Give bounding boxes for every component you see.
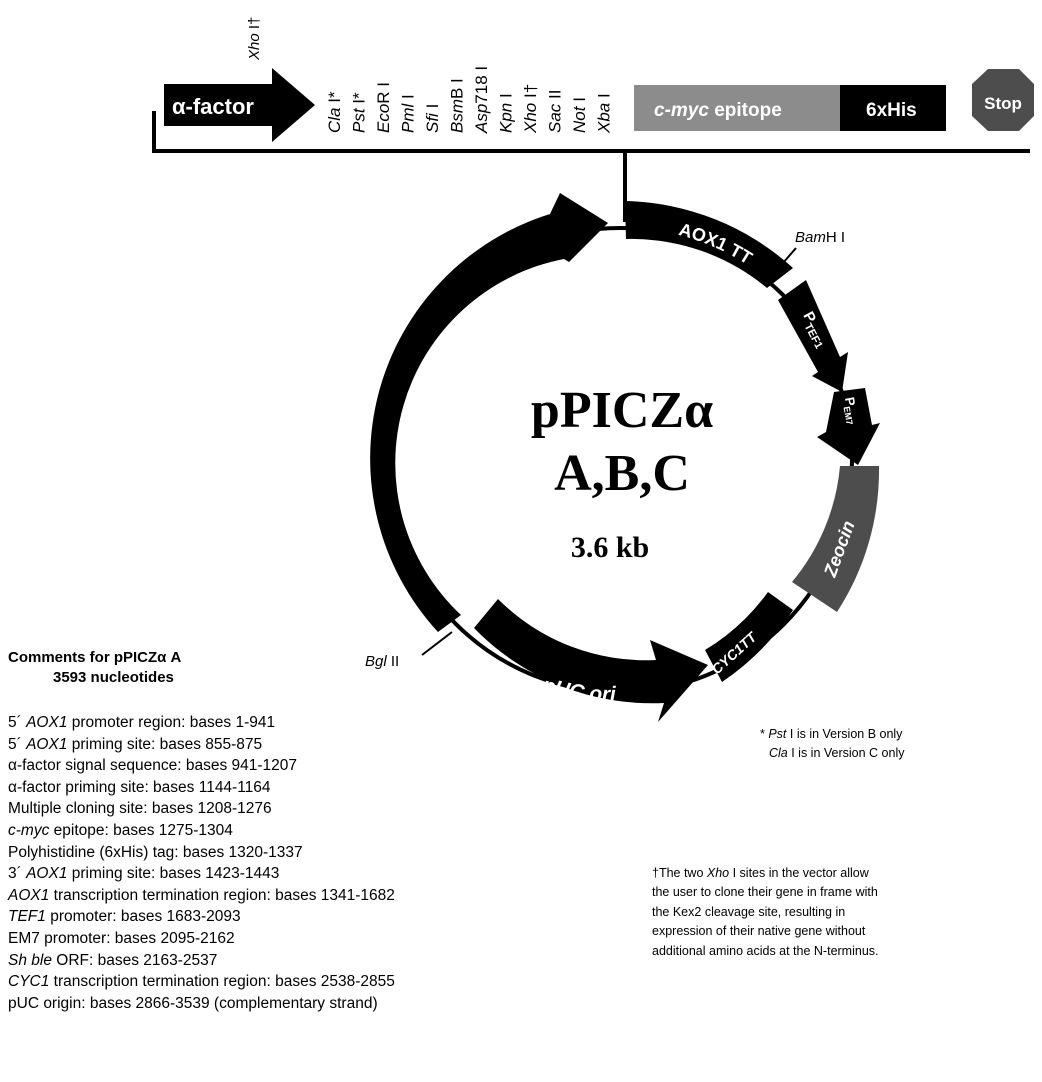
bglii-tick [421, 631, 453, 656]
ptef1-arrow [778, 280, 848, 392]
version-note-line2: Cla I is in Version C only [769, 746, 905, 760]
pem7-arrow [817, 388, 880, 465]
mcs-site-5: BsmB I [448, 78, 467, 133]
svg-text:Pst I*: Pst I* [350, 92, 369, 133]
svg-text:Not I: Not I [570, 97, 589, 133]
comment-row: Sh ble ORF: bases 2163-2537 [8, 951, 218, 969]
expression-cassette: α-factor Xho I† Cla I* Pst I* EcoR I Pml I S… [152, 17, 1034, 222]
comment-row: Polyhistidine (6xHis) tag: bases 1320-13… [8, 843, 303, 861]
alpha-factor-arrow [164, 68, 315, 142]
svg-text:Asp718 I: Asp718 I [472, 66, 491, 134]
bamhi-tick [769, 247, 797, 279]
mcs-site-6: Asp718 I [472, 66, 491, 134]
mcs-site-1: Pst I* [350, 92, 369, 133]
xho-note: †The two Xho I sites in the vector allow… [652, 864, 992, 961]
svg-text:Pml I: Pml I [399, 94, 418, 133]
plasmid-circle: 5´ AOX1 AOX1 TT BamH I PTEF1 PEM7 Zeocin… [342, 193, 880, 722]
mcs-site-9: Sac II [546, 90, 565, 133]
comment-row: 5´ AOX1 promoter region: bases 1-941 [8, 714, 276, 731]
svg-text:Sac II: Sac II [546, 90, 565, 133]
comment-row: pUC origin: bases 2866-3539 (complementa… [8, 994, 378, 1012]
stop-label: Stop [984, 94, 1022, 113]
multiple-cloning-site: Cla I* Pst I* EcoR I Pml I Sfi I BsmB I Asp718… [325, 66, 614, 134]
comments-title: Comments for pPICZα A 3593 nucleotides [8, 648, 568, 688]
comment-row: 3´ AOX1 priming site: bases 1423-1443 [8, 865, 280, 883]
svg-text:Xba I: Xba I [595, 93, 614, 134]
aox1-tt-arrow [625, 201, 793, 288]
plasmid-name-line1: pPICZα [531, 382, 713, 439]
xho-note-line2: the user to clone their gene in frame wi… [652, 885, 878, 900]
comment-row: c-myc epitope: bases 1275-1304 [8, 821, 233, 839]
svg-text:Kpn I: Kpn I [497, 93, 516, 133]
comment-row: 5´ AOX1 priming site: bases 855-875 [8, 735, 263, 753]
plasmid-name-line2: A,B,C [554, 445, 690, 502]
pem7-label: PEM7 [840, 396, 861, 426]
mcs-site-0: Cla I* [325, 91, 344, 133]
his-tag-box [840, 85, 946, 131]
comments-title-line2: 3593 nucleotides [53, 669, 174, 686]
comments-block: Comments for pPICZα A 3593 nucleotides 5… [8, 648, 568, 1014]
plasmid-size: 3.6 kb [571, 531, 649, 564]
site-xho-top: Xho I† [246, 17, 263, 61]
bglii-label: Bgl II [365, 653, 399, 670]
cyc1tt-arrow [705, 592, 793, 682]
svg-text:Xho I†: Xho I† [246, 17, 263, 61]
alpha-factor-label: α-factor [172, 94, 254, 119]
comments-list: 5´ AOX1 promoter region: bases 1-941 5´ A… [8, 712, 568, 1014]
svg-text:Sfi I: Sfi I [423, 104, 442, 133]
aox1-promoter-arrow [370, 193, 608, 632]
cassette-baseline [152, 111, 1030, 153]
svg-text:Xho I†: Xho I† [521, 84, 540, 134]
his-tag-label: 6xHis [866, 100, 917, 121]
myc-epitope-label: c-myc epitope [654, 100, 782, 121]
xho-note-line5: additional amino acids at the N-terminus… [652, 943, 879, 958]
version-note: * Pst I is in Version B only Cla I is in… [760, 725, 1030, 763]
comment-row: EM7 promoter: bases 2095-2162 [8, 929, 235, 947]
mcs-site-11: Xba I [595, 93, 614, 134]
mcs-site-7: Kpn I [497, 93, 516, 133]
mcs-site-8: Xho I† [521, 84, 540, 134]
svg-text:BsmB I: BsmB I [448, 78, 467, 133]
comment-row: α-factor priming site: bases 1144-1164 [8, 778, 271, 796]
svg-text:Cla I*: Cla I* [325, 91, 344, 133]
myc-epitope-box [634, 85, 840, 131]
xho-note-line1: †The two Xho I sites in the vector allow [652, 866, 869, 880]
svg-text:EcoR I: EcoR I [374, 82, 393, 133]
comment-row: Multiple cloning site: bases 1208-1276 [8, 800, 272, 818]
zeocin-box [792, 466, 880, 612]
comment-row: TEF1 promoter: bases 1683-2093 [8, 908, 241, 926]
comment-row: AOX1 transcription termination region: b… [8, 886, 395, 904]
mcs-site-4: Sfi I [423, 104, 442, 133]
xho-note-line4: expression of their native gene without [652, 924, 866, 939]
comment-row: α-factor signal sequence: bases 941-1207 [8, 757, 298, 775]
xho-note-line3: the Kex2 cleavage site, resulting in [652, 904, 846, 919]
bamhi-label: BamH I [795, 229, 845, 246]
mcs-site-2: EcoR I [374, 82, 393, 133]
comment-row: CYC1 transcription termination region: b… [8, 973, 395, 991]
stop-sign [972, 69, 1034, 131]
comments-title-line1: Comments for pPICZα A [8, 649, 182, 666]
puc-ori-arrow [474, 599, 708, 722]
mcs-site-10: Not I [570, 97, 589, 133]
version-note-line1: * Pst I is in Version B only [760, 727, 903, 741]
mcs-site-3: Pml I [399, 94, 418, 133]
